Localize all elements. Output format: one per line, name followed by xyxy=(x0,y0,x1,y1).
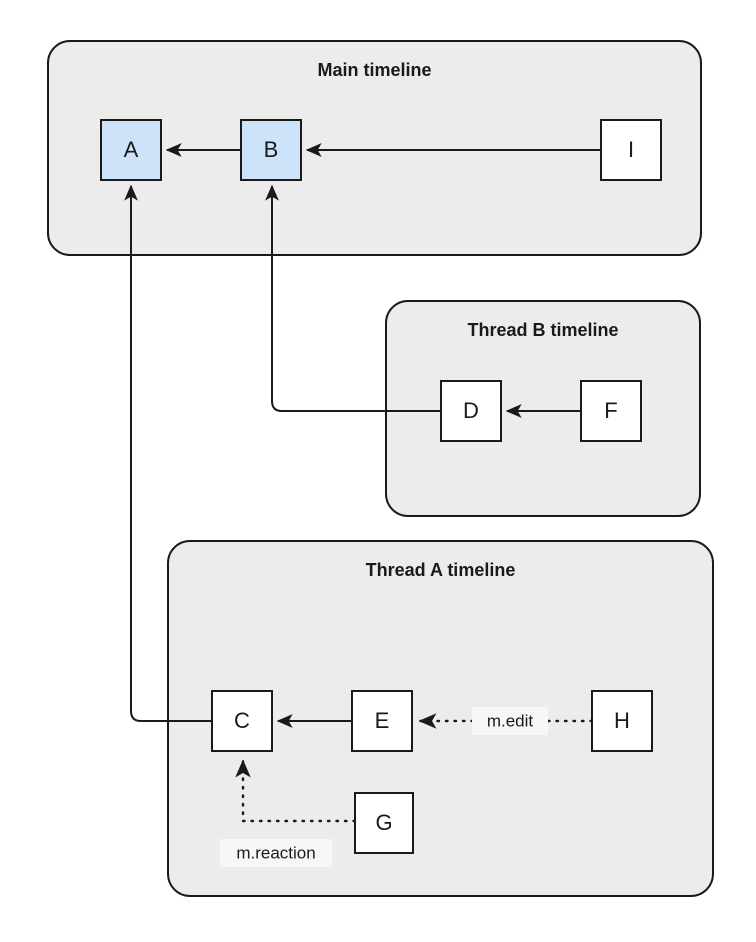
node-d-label: D xyxy=(463,398,479,423)
edge-label-m-reaction: m.reaction xyxy=(220,839,332,867)
edge-d-to-b[interactable] xyxy=(265,184,441,412)
node-i[interactable]: I xyxy=(600,119,662,181)
node-h-box xyxy=(591,690,653,752)
edge-label-m-reaction-text: m.reaction xyxy=(236,843,315,862)
node-h-label: H xyxy=(614,708,630,733)
container-thread-a-timeline-title: Thread A timeline xyxy=(366,560,516,580)
edge-c-to-a[interactable] xyxy=(124,184,212,722)
node-i-box xyxy=(600,119,662,181)
container-thread-b-timeline-shape xyxy=(385,300,701,517)
container-thread-a-timeline-shape xyxy=(167,540,714,897)
node-b-label: B xyxy=(264,137,279,162)
edge-g-to-c[interactable] xyxy=(235,759,357,823)
node-d-box xyxy=(440,380,502,442)
node-f[interactable]: F xyxy=(580,380,642,442)
edge-label-m-reaction-bg xyxy=(220,839,332,867)
node-e-label: E xyxy=(375,708,390,733)
node-h[interactable]: H xyxy=(591,690,653,752)
node-f-label: F xyxy=(604,398,617,423)
node-a[interactable]: A xyxy=(100,119,162,181)
node-d[interactable]: D xyxy=(440,380,502,442)
node-e[interactable]: E xyxy=(351,690,413,752)
node-c-label: C xyxy=(234,708,250,733)
container-main-timeline-title: Main timeline xyxy=(317,60,431,80)
node-f-box xyxy=(580,380,642,442)
node-a-box xyxy=(100,119,162,181)
container-main-timeline[interactable]: Main timeline xyxy=(47,40,702,256)
node-e-box xyxy=(351,690,413,752)
node-g[interactable]: G xyxy=(354,792,414,854)
edge-label-m-edit-text: m.edit xyxy=(487,711,534,730)
node-a-label: A xyxy=(124,137,139,162)
node-g-box xyxy=(354,792,414,854)
container-thread-b-timeline[interactable]: Thread B timeline xyxy=(385,300,701,517)
node-i-label: I xyxy=(628,137,634,162)
container-main-timeline-shape xyxy=(47,40,702,256)
container-thread-a-timeline[interactable]: Thread A timeline xyxy=(167,540,714,897)
node-c-box xyxy=(211,690,273,752)
node-b-box xyxy=(240,119,302,181)
container-thread-b-timeline-title: Thread B timeline xyxy=(467,320,618,340)
node-g-label: G xyxy=(375,810,392,835)
node-b[interactable]: B xyxy=(240,119,302,181)
edge-label-m-edit-bg xyxy=(472,707,548,735)
node-c[interactable]: C xyxy=(211,690,273,752)
edge-label-m-edit: m.edit xyxy=(472,707,548,735)
